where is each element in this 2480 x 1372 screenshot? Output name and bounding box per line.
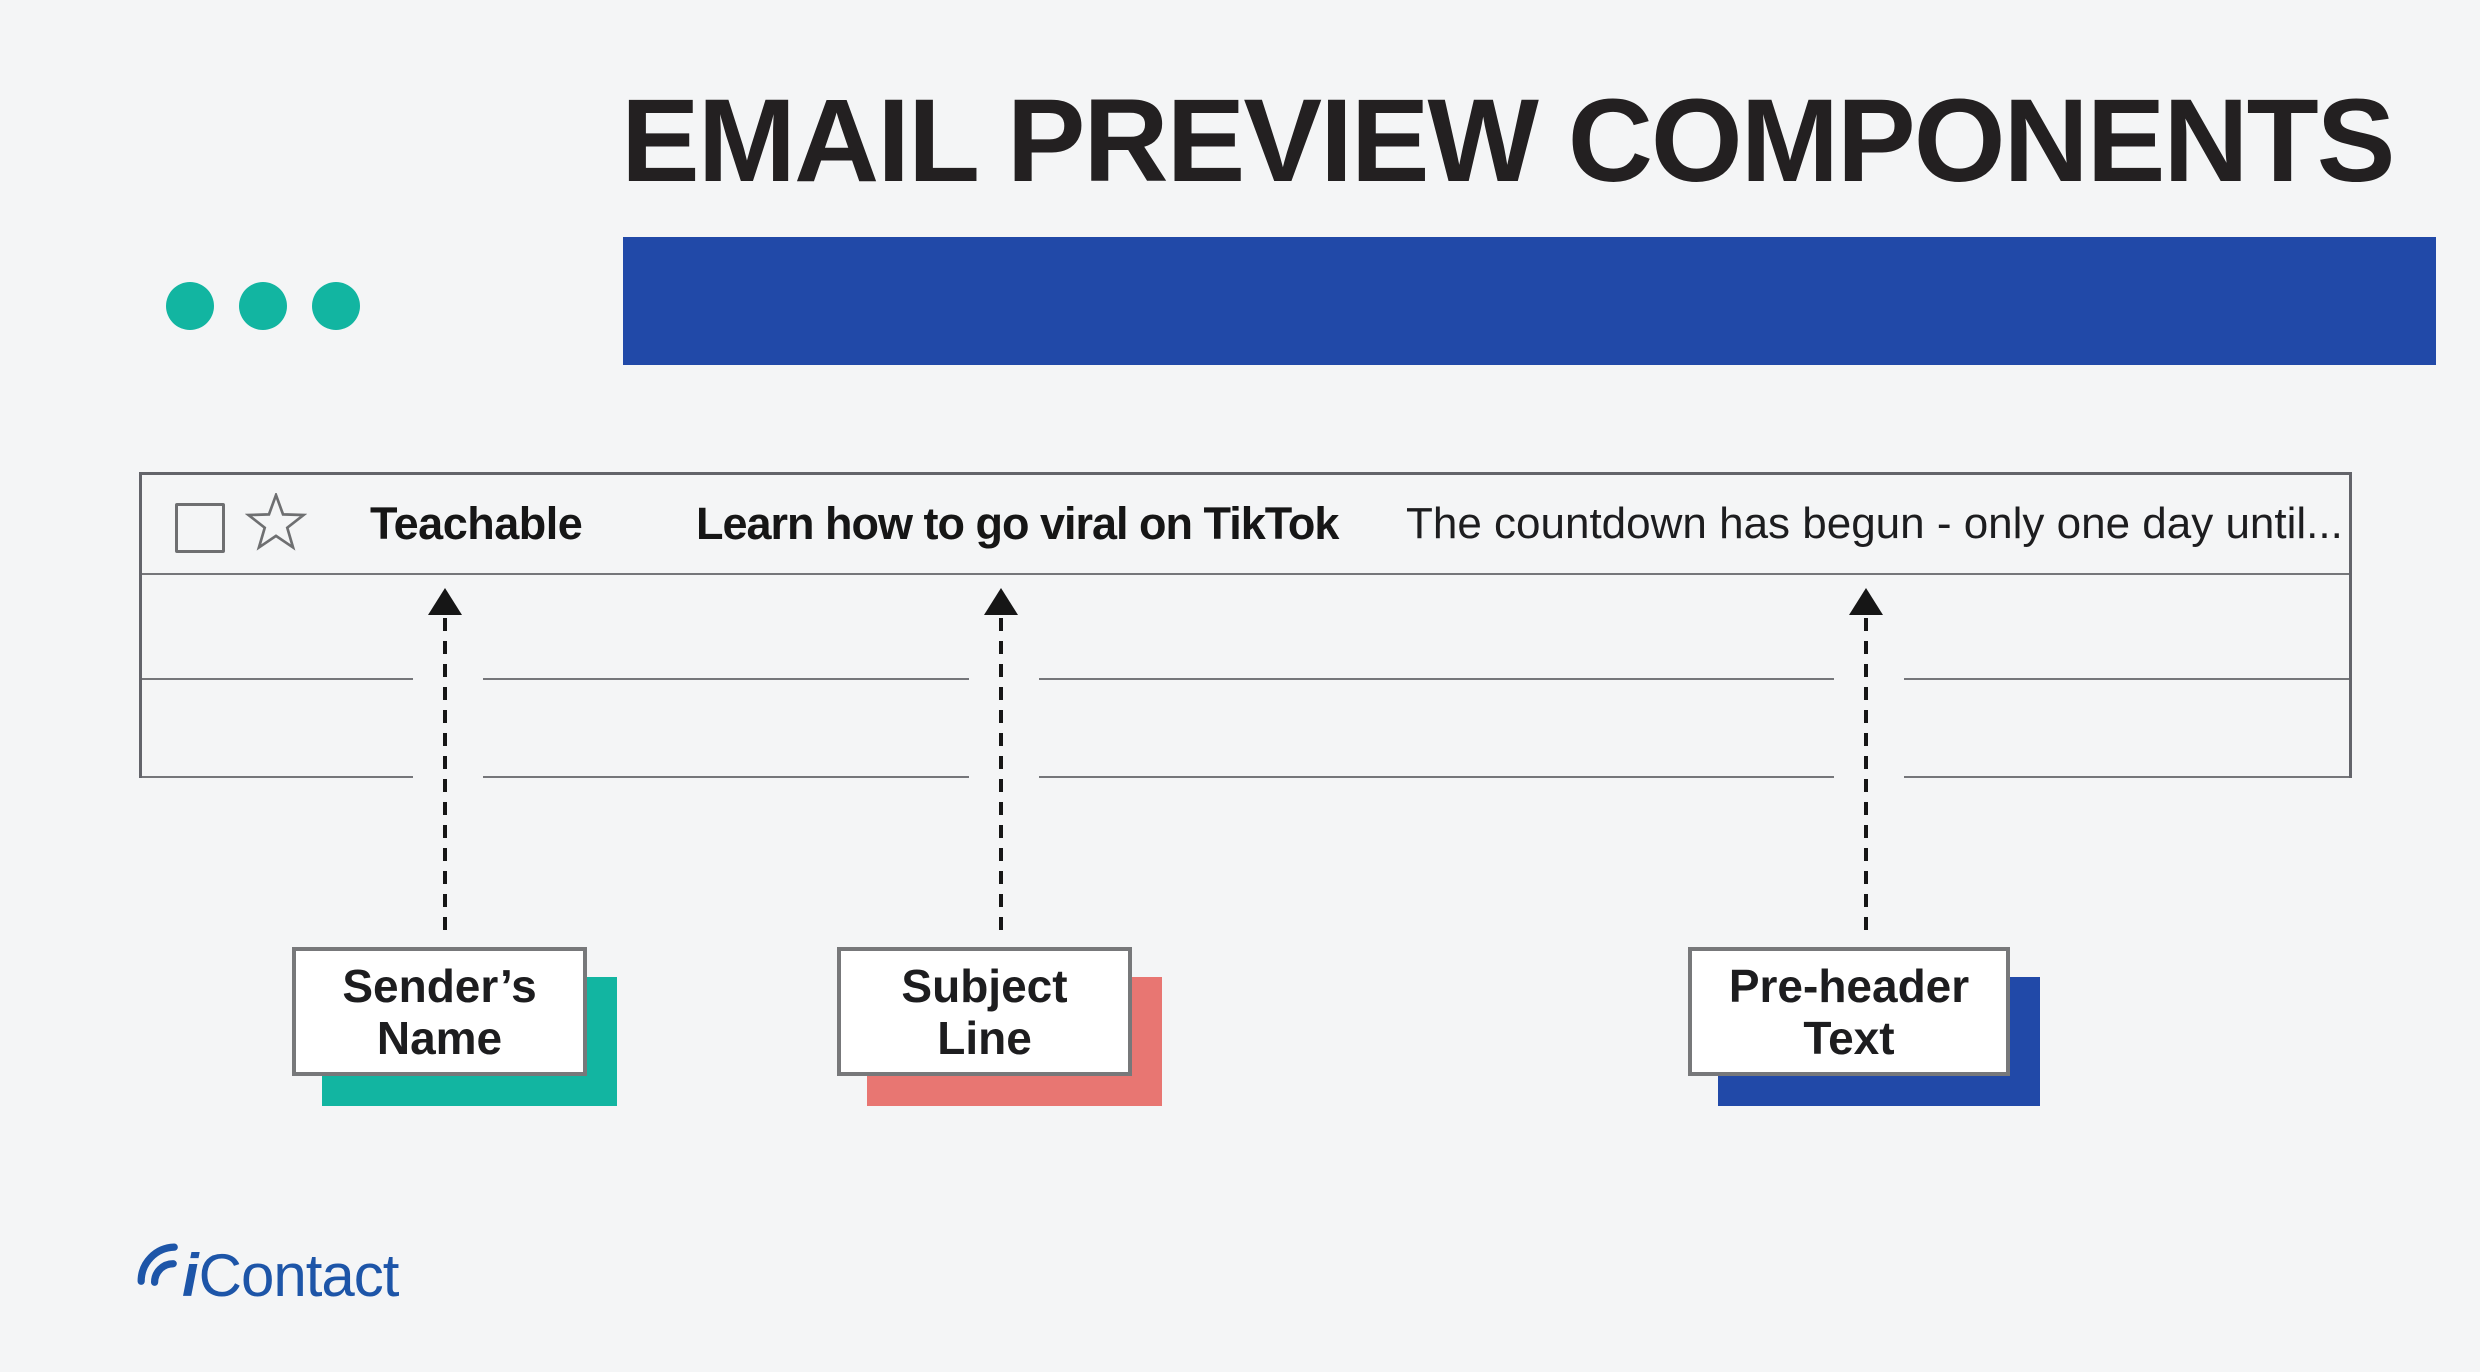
callout-line: Line <box>937 1011 1032 1064</box>
table-bottom-segment <box>142 776 413 778</box>
table-bottom-segment <box>1904 776 2349 778</box>
up-arrow-icon <box>428 588 462 615</box>
subject-line-text: Learn how to go viral on TikTok <box>696 498 1339 549</box>
dashed-arrow-line <box>999 618 1003 940</box>
up-arrow-icon <box>1849 588 1883 615</box>
email-checkbox[interactable] <box>175 503 225 553</box>
callout-line: Text <box>1803 1011 1895 1064</box>
sender-name-text: Teachable <box>370 498 583 549</box>
row-divider <box>142 573 2349 575</box>
callout-line: Sender’s <box>342 959 537 1012</box>
logo-rest: Contact <box>198 1242 400 1309</box>
callout-line: Pre-header <box>1728 959 1970 1012</box>
dashed-arrow-line <box>1864 618 1868 940</box>
title-accent-bar <box>623 237 2436 365</box>
email-preview-table: Teachable Learn how to go viral on TikTo… <box>139 472 2352 778</box>
decorative-dots <box>166 282 360 330</box>
table-bottom-segment <box>1039 776 1834 778</box>
star-icon[interactable] <box>245 493 307 555</box>
logo-text: iContact <box>182 1242 400 1309</box>
dot-icon <box>239 282 287 330</box>
row-divider-segment <box>142 678 413 680</box>
preheader-text: The countdown has begun - only one day u… <box>1406 499 2343 548</box>
callout-subject-line: Subject Line <box>837 947 1162 1106</box>
logo-i: i <box>182 1242 199 1309</box>
dot-icon <box>312 282 360 330</box>
callout-line: Subject <box>901 959 1068 1012</box>
row-divider-segment <box>1039 678 1834 680</box>
callout-preheader-text: Pre-header Text <box>1688 947 2040 1106</box>
dashed-arrow-line <box>443 618 447 940</box>
table-bottom-segment <box>483 776 969 778</box>
row-divider-segment <box>1904 678 2349 680</box>
callout-line: Name <box>376 1011 503 1064</box>
radio-waves-icon <box>137 1243 178 1286</box>
icontact-logo: iContact <box>136 1236 436 1336</box>
up-arrow-icon <box>984 588 1018 615</box>
row-divider-segment <box>483 678 969 680</box>
callout-senders-name: Sender’s Name <box>292 947 617 1106</box>
page-title: EMAIL PREVIEW COMPONENTS <box>621 75 2395 207</box>
dot-icon <box>166 282 214 330</box>
